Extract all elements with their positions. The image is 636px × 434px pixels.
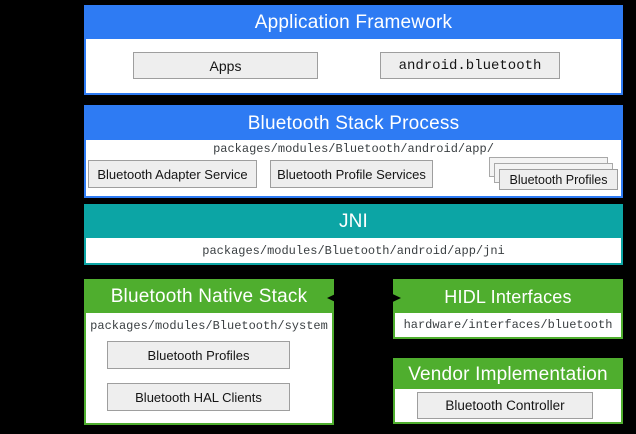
section-title-jni: JNI bbox=[86, 206, 621, 238]
bluetooth-hal-clients-box: Bluetooth HAL Clients bbox=[107, 383, 290, 411]
section-vendor-implementation: Vendor Implementation Bluetooth Controll… bbox=[393, 358, 623, 424]
apps-box: Apps bbox=[133, 52, 318, 79]
bluetooth-adapter-service-box: Bluetooth Adapter Service bbox=[88, 160, 257, 188]
section-title-bluetooth-native-stack: Bluetooth Native Stack bbox=[86, 281, 332, 313]
bluetooth-profiles-stacked-box: Bluetooth Profiles bbox=[499, 169, 618, 190]
source-path-jni: packages/modules/Bluetooth/android/app/j… bbox=[202, 243, 505, 258]
bluetooth-stack-process-body: packages/modules/Bluetooth/android/app/ … bbox=[86, 140, 621, 196]
section-jni: JNI packages/modules/Bluetooth/android/a… bbox=[84, 204, 623, 265]
vendor-implementation-body: Bluetooth Controller bbox=[395, 389, 621, 422]
application-framework-body: Apps android.bluetooth bbox=[86, 39, 621, 93]
source-path-stack-process: packages/modules/Bluetooth/android/app/ bbox=[213, 142, 494, 156]
section-bluetooth-native-stack: Bluetooth Native Stack packages/modules/… bbox=[84, 279, 334, 425]
section-application-framework: Application Framework Apps android.bluet… bbox=[84, 5, 623, 95]
section-hidl-interfaces: HIDL Interfaces hardware/interfaces/blue… bbox=[393, 279, 623, 339]
section-bluetooth-stack-process: Bluetooth Stack Process packages/modules… bbox=[84, 105, 623, 198]
bluetooth-controller-box: Bluetooth Controller bbox=[417, 392, 593, 419]
section-title-bluetooth-stack-process: Bluetooth Stack Process bbox=[86, 107, 621, 140]
section-title-application-framework: Application Framework bbox=[86, 7, 621, 39]
jni-body: packages/modules/Bluetooth/android/app/j… bbox=[86, 238, 621, 263]
hidl-interfaces-body: hardware/interfaces/bluetooth bbox=[395, 313, 621, 337]
section-title-hidl-interfaces: HIDL Interfaces bbox=[395, 281, 621, 313]
source-path-native-stack: packages/modules/Bluetooth/system bbox=[90, 319, 328, 333]
bluetooth-profiles-box: Bluetooth Profiles bbox=[107, 341, 290, 369]
bidirectional-arrow-icon bbox=[327, 293, 401, 303]
bluetooth-profile-services-box: Bluetooth Profile Services bbox=[270, 160, 433, 188]
bluetooth-native-stack-body: packages/modules/Bluetooth/system Blueto… bbox=[86, 313, 332, 423]
section-title-vendor-implementation: Vendor Implementation bbox=[395, 360, 621, 389]
source-path-hidl: hardware/interfaces/bluetooth bbox=[403, 318, 613, 332]
android-bluetooth-box: android.bluetooth bbox=[380, 52, 560, 79]
